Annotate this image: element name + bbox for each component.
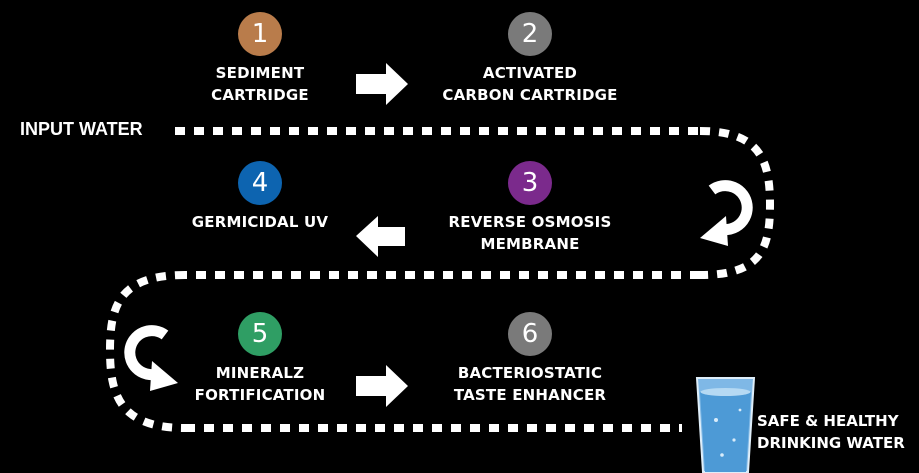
left-arrow-icon [356,216,405,257]
step-5: 5 MINERALZ FORTIFICATION [140,312,380,406]
right-arrow-icon [356,365,408,407]
step-label-line2: MEMBRANE [480,235,580,253]
input-water-label: INPUT WATER [20,119,143,139]
step-3: 3 REVERSE OSMOSIS MEMBRANE [410,161,650,255]
u-turn-left-icon [124,325,178,391]
output-label-line2: DRINKING WATER [757,434,905,452]
step-label-line2: TASTE ENHANCER [453,386,607,404]
step-2: 2 ACTIVATED CARBON CARTRIDGE [410,12,650,106]
flow-path-right-curve [699,127,775,279]
step-number-badge: 1 [238,12,282,56]
step-label-line1: SEDIMENT [215,64,305,82]
step-label-line1: REVERSE OSMOSIS [448,213,612,231]
step-number-badge: 4 [238,161,282,205]
water-glass-icon [695,377,756,473]
right-arrow-icon [356,63,408,105]
u-turn-right-icon [700,180,753,246]
step-4: 4 GERMICIDAL UV [140,161,380,233]
step-label-line2: FORTIFICATION [194,386,326,404]
output-label: SAFE & HEALTHY DRINKING WATER [757,410,919,454]
step-1: 1 SEDIMENT CARTRIDGE [140,12,380,106]
step-label-line1: MINERALZ [215,364,305,382]
step-number-badge: 6 [508,312,552,356]
step-label-line1: GERMICIDAL UV [191,213,329,231]
output-label-line1: SAFE & HEALTHY [757,412,899,430]
step-label-line2: CARTRIDGE [211,86,309,104]
step-number-badge: 3 [508,161,552,205]
step-label-line1: ACTIVATED [482,64,578,82]
step-6: 6 BACTERIOSTATIC TASTE ENHANCER [410,312,650,406]
step-number-badge: 2 [508,12,552,56]
step-number-badge: 5 [238,312,282,356]
step-label-line2: CARBON CARTRIDGE [442,86,618,104]
step-label-line1: BACTERIOSTATIC [457,364,603,382]
